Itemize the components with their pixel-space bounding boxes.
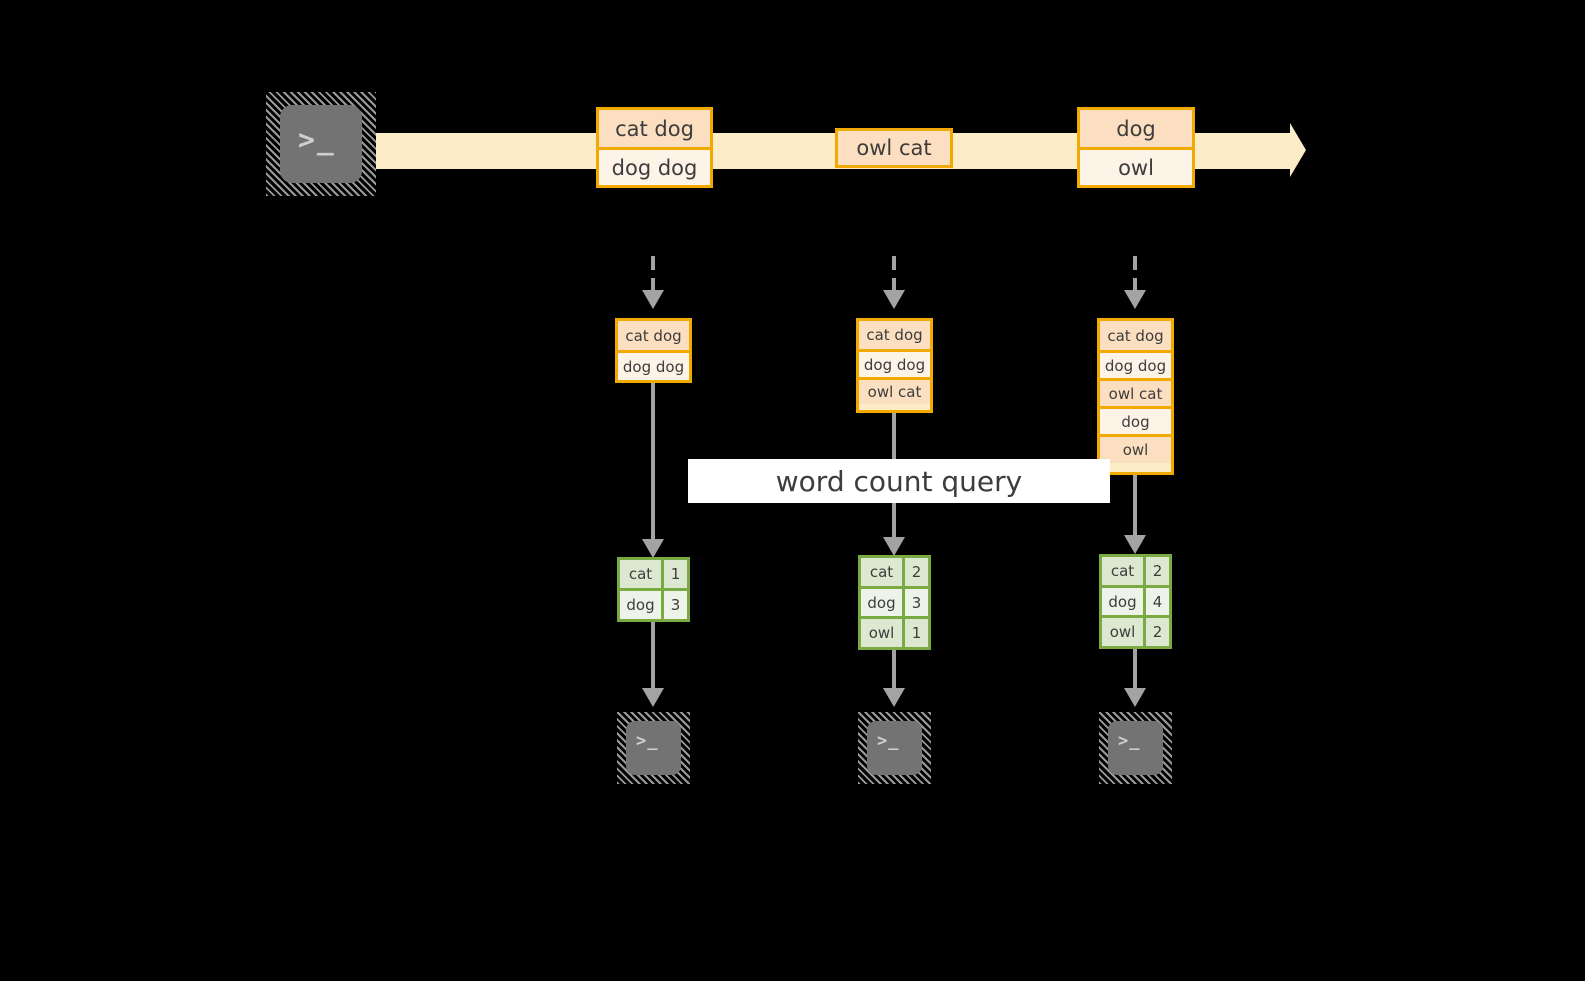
- result-1-to-consumer-arrowhead: [642, 688, 664, 707]
- stream-to-snapshot-connector: [892, 256, 896, 292]
- snapshot-1-to-result-arrowhead: [642, 539, 664, 558]
- table-row: owl 2: [1102, 615, 1169, 647]
- stream-to-snapshot-connector: [1133, 256, 1137, 292]
- snapshot-line: dog dog: [618, 350, 689, 380]
- result-word: owl: [1102, 618, 1146, 647]
- result-word: cat: [1102, 557, 1146, 585]
- result-count: 3: [905, 588, 928, 617]
- snapshot-line: dog dog: [1100, 350, 1171, 378]
- table-row: dog 4: [1102, 584, 1169, 616]
- result-3-to-consumer-arrowhead: [1124, 688, 1146, 707]
- terminal-face: [867, 721, 922, 775]
- snapshot-line: owl: [1100, 434, 1171, 463]
- result-2-to-consumer-connector: [892, 650, 896, 690]
- stream-to-snapshot-arrowhead: [1124, 290, 1146, 309]
- table-row: cat 2: [861, 558, 928, 586]
- terminal-prompt-glyph: >_: [298, 123, 336, 156]
- snapshot-line: owl cat: [1100, 378, 1171, 406]
- snapshot-line: cat dog: [859, 321, 930, 349]
- stream-message-1[interactable]: cat dog dog dog: [596, 107, 713, 188]
- stream-arrowhead: [1290, 123, 1306, 177]
- snapshot-2-box[interactable]: cat dog dog dog owl cat: [856, 318, 933, 413]
- result-table-2[interactable]: cat 2 dog 3 owl 1: [858, 555, 931, 650]
- result-word: owl: [861, 619, 905, 648]
- snapshot-3-to-result-arrowhead: [1124, 535, 1146, 554]
- result-word: cat: [861, 558, 905, 586]
- message-line: owl cat: [838, 131, 950, 165]
- message-line: dog: [1080, 110, 1192, 147]
- result-word: dog: [861, 588, 905, 617]
- snapshot-line: cat dog: [618, 321, 689, 350]
- stream-to-snapshot-arrowhead: [642, 290, 664, 309]
- terminal-face: [280, 105, 362, 183]
- producer-terminal-icon[interactable]: >_: [266, 92, 376, 196]
- consumer-terminal-icon-3[interactable]: >_: [1099, 712, 1172, 784]
- result-1-to-consumer-connector: [651, 622, 655, 690]
- message-line: owl: [1080, 147, 1192, 185]
- snapshot-line: dog dog: [859, 349, 930, 377]
- result-count: 1: [905, 619, 928, 648]
- consumer-terminal-icon-1[interactable]: >_: [617, 712, 690, 784]
- snapshot-1-to-result-connector: [651, 383, 655, 541]
- result-table-3[interactable]: cat 2 dog 4 owl 2: [1099, 554, 1172, 649]
- result-word: cat: [620, 560, 664, 588]
- result-count: 2: [1146, 557, 1169, 585]
- terminal-prompt-glyph: >_: [1118, 731, 1141, 751]
- snapshot-line: owl cat: [859, 377, 930, 404]
- stream-to-snapshot-arrowhead: [883, 290, 905, 309]
- table-row: cat 2: [1102, 557, 1169, 585]
- stream-to-snapshot-connector: [651, 256, 655, 292]
- stream-message-3[interactable]: dog owl: [1077, 107, 1195, 188]
- snapshot-1-box[interactable]: cat dog dog dog: [615, 318, 692, 383]
- result-word: dog: [620, 591, 664, 619]
- result-count: 2: [1146, 618, 1169, 647]
- result-3-to-consumer-connector: [1133, 649, 1137, 690]
- terminal-prompt-glyph: >_: [877, 731, 900, 751]
- message-line: cat dog: [599, 110, 710, 147]
- terminal-face: [1108, 721, 1163, 775]
- snapshot-2-to-result-arrowhead: [883, 537, 905, 556]
- result-2-to-consumer-arrowhead: [883, 688, 905, 707]
- stream-message-2[interactable]: owl cat: [835, 128, 953, 168]
- table-row: dog 3: [620, 588, 687, 619]
- snapshot-3-box[interactable]: cat dog dog dog owl cat dog owl: [1097, 318, 1174, 475]
- consumer-terminal-icon-2[interactable]: >_: [858, 712, 931, 784]
- result-word: dog: [1102, 587, 1146, 616]
- message-line: dog dog: [599, 147, 710, 185]
- snapshot-3-to-result-connector: [1133, 475, 1137, 539]
- snapshot-line: cat dog: [1100, 321, 1171, 350]
- terminal-face: [626, 721, 681, 775]
- result-count: 2: [905, 558, 928, 586]
- snapshot-line: dog: [1100, 406, 1171, 434]
- result-count: 1: [664, 560, 687, 588]
- query-label: word count query: [688, 459, 1110, 503]
- terminal-prompt-glyph: >_: [636, 731, 659, 751]
- table-row: dog 3: [861, 585, 928, 617]
- result-count: 4: [1146, 587, 1169, 616]
- table-row: owl 1: [861, 616, 928, 648]
- result-count: 3: [664, 591, 687, 619]
- result-table-1[interactable]: cat 1 dog 3: [617, 557, 690, 622]
- table-row: cat 1: [620, 560, 687, 588]
